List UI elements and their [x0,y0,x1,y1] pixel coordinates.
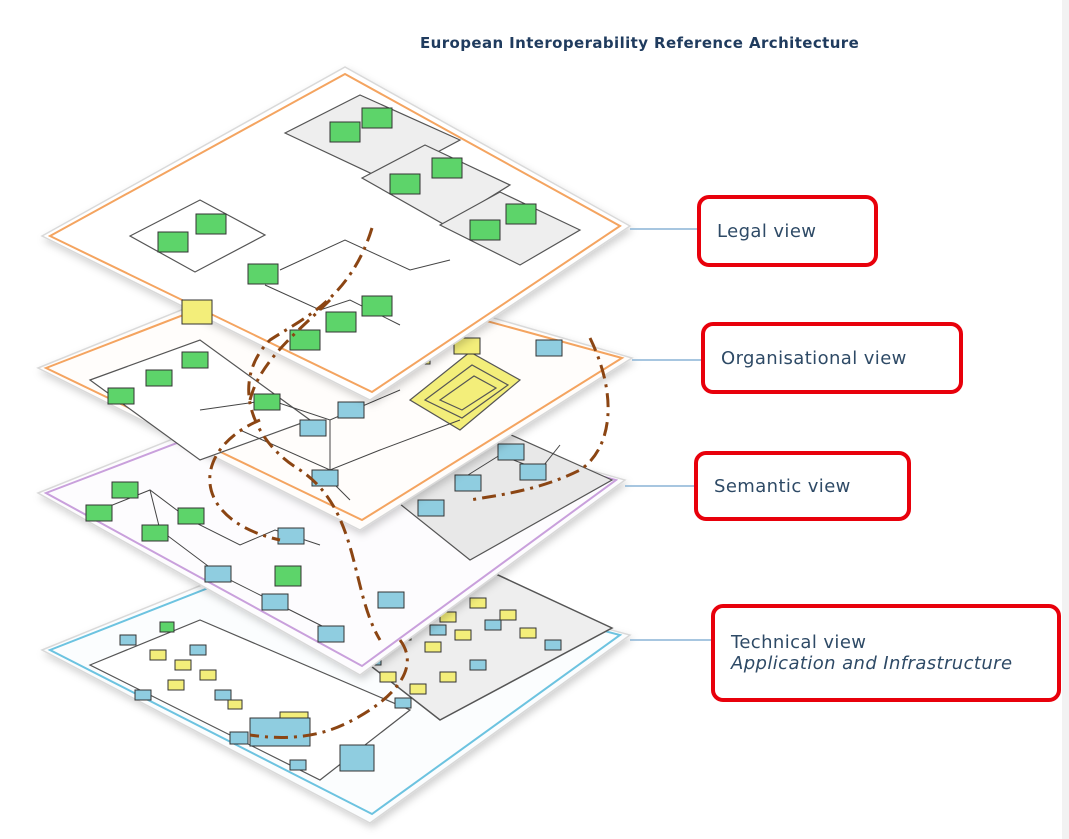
legal-view-label: Legal view [697,195,878,267]
technical-view-text: Technical view [731,632,867,653]
page-edge [1062,0,1069,839]
organisational-view-text: Organisational view [721,347,907,369]
legal-view-text: Legal view [717,220,817,242]
organisational-view-label: Organisational view [701,322,963,394]
semantic-view-text: Semantic view [714,475,851,497]
cross-layer-flow [208,227,610,739]
legal-layer [40,66,632,401]
semantic-view-label: Semantic view [694,451,911,521]
label-connectors [625,228,715,641]
technical-view-label: Technical view Application and Infrastru… [711,604,1061,702]
diagram-title: European Interoperability Reference Arch… [420,34,860,52]
technical-view-subtext: Application and Infrastructure [731,653,1013,674]
